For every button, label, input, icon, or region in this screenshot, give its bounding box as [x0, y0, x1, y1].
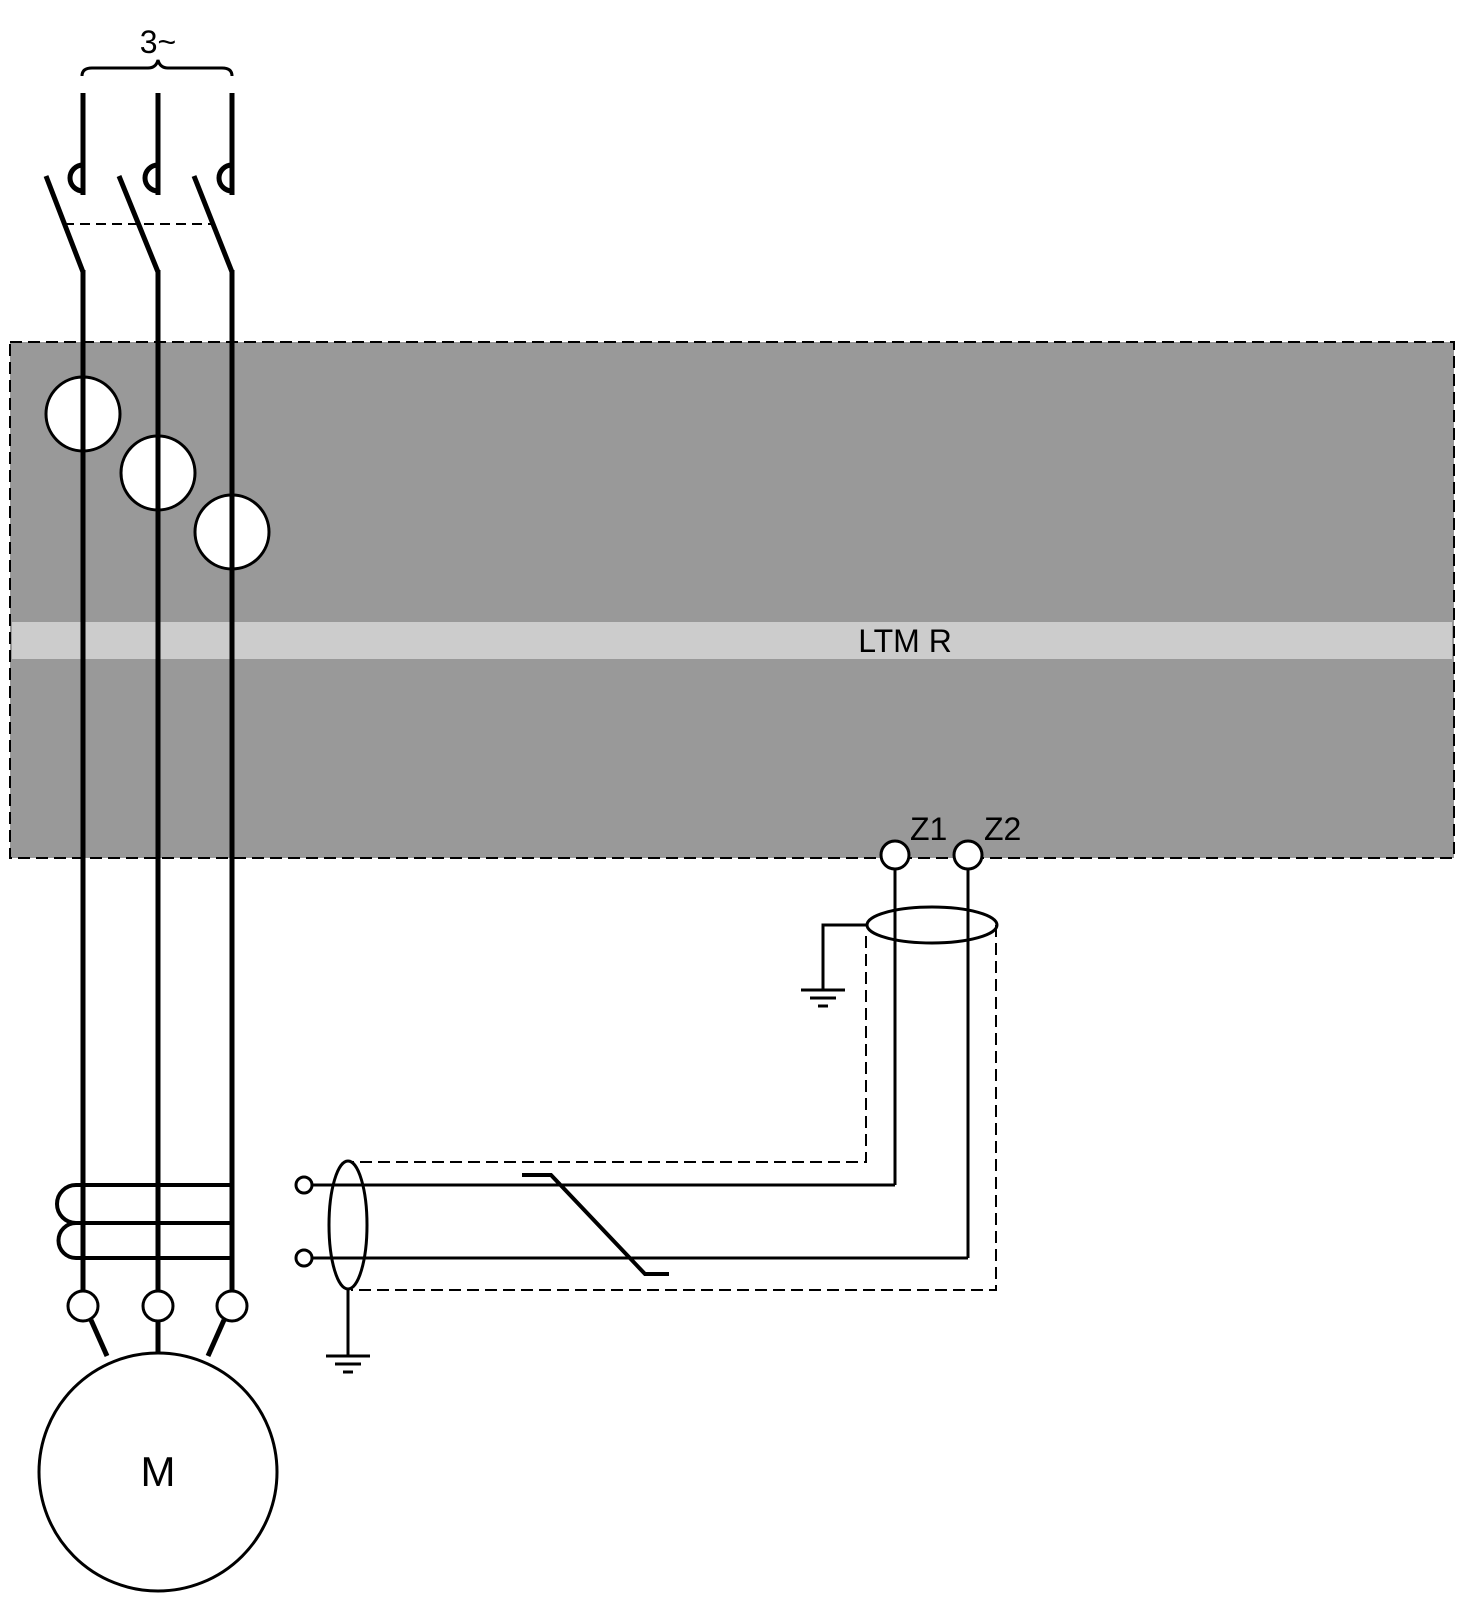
terminal-z1-label: Z1 [910, 811, 947, 847]
shield-upper-ground-lead [821, 923, 867, 990]
motor-terminals [66, 1289, 249, 1323]
sensor-terminal-1-icon [294, 1175, 314, 1195]
ltm-r-module: LTM R [9, 341, 1455, 859]
terminal-z1-icon [879, 839, 911, 871]
motor-icon [37, 1351, 279, 1593]
circuit-breaker [43, 93, 235, 273]
motor-terminal-w-icon [215, 1289, 249, 1323]
motor-terminal-u-icon [66, 1289, 100, 1323]
module-label: LTM R [858, 623, 952, 659]
breaker-hook-1-icon [67, 162, 84, 194]
breaker-hook-3-icon [216, 162, 233, 194]
breaker-hook-2-icon [142, 162, 159, 194]
shield-dashed-lines [351, 925, 997, 1291]
breaker-blade-2 [116, 175, 161, 273]
terminal-z2-label: Z2 [984, 811, 1021, 847]
motor-leads [88, 1318, 227, 1358]
terminal-z2-icon [952, 839, 984, 871]
terminals-z: Z1 Z2 [879, 811, 1021, 1258]
motor-label: M [141, 1448, 176, 1495]
sensor-wires [310, 1173, 968, 1276]
motor-terminal-v-icon [141, 1289, 175, 1323]
supply-brace [80, 59, 234, 77]
shield-upper-ring-icon [865, 905, 999, 945]
ground-fault-toroid [55, 1183, 232, 1260]
shield-lower [326, 1159, 370, 1374]
motor: M [37, 1351, 279, 1593]
shield-lower-ring-icon [327, 1159, 369, 1291]
twisted-pair-mark [522, 1173, 669, 1276]
module-label-band [12, 622, 1452, 659]
supply-label: 3~ [140, 24, 176, 60]
module-box [9, 341, 1455, 859]
sensor-terminal-2-icon [294, 1248, 314, 1268]
